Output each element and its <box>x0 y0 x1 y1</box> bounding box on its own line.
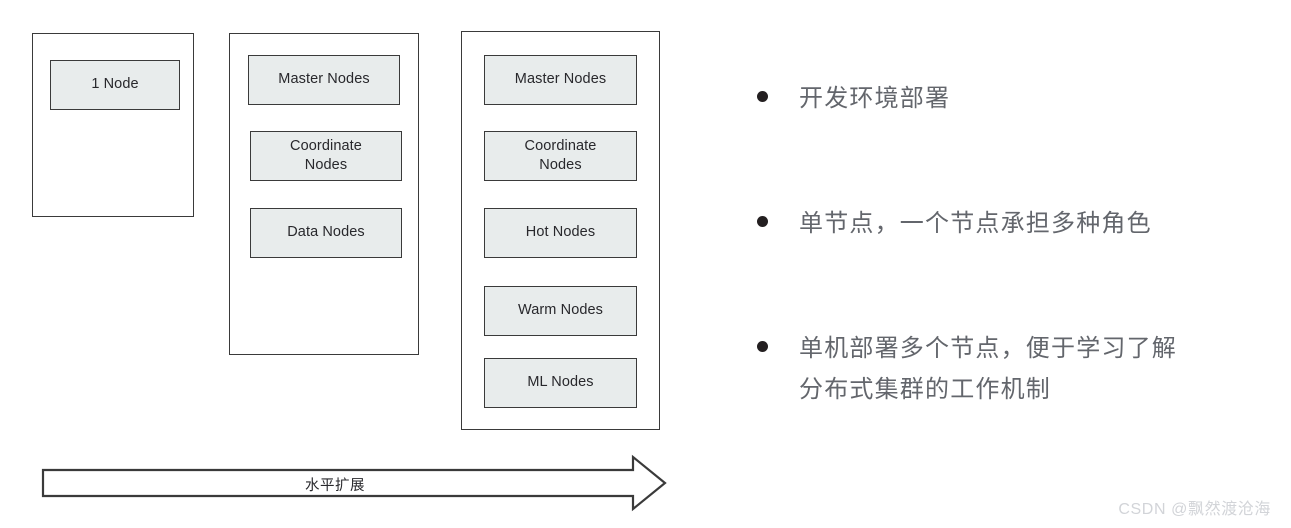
node-box-master-nodes-large: Master Nodes <box>484 55 637 105</box>
list-item-label: 开发环境部署 <box>799 85 951 112</box>
bullet-dot-icon <box>757 340 768 352</box>
node-box-coordinate-nodes-large: Coordinate Nodes <box>484 131 637 181</box>
node-box-coordinate-nodes-small: Coordinate Nodes <box>250 131 402 181</box>
watermark: CSDN @飘然渡沧海 <box>1118 501 1271 518</box>
list-item-label: 单节点，一个节点承担多种角色 <box>799 210 1152 238</box>
bullet-dot-icon <box>757 91 768 102</box>
list-item: 单节点，一个节点承担多种角色 <box>757 203 1277 244</box>
list-item: 开发环境部署 <box>757 78 1277 119</box>
node-box-warm-nodes: Warm Nodes <box>484 286 637 336</box>
cluster-topology-diagram: 1 Node Master Nodes Coordinate Nodes Dat… <box>32 31 670 518</box>
node-box-data-nodes-small: Data Nodes <box>250 208 402 258</box>
horizontal-scale-arrow-icon <box>40 452 670 518</box>
node-box-1-node: 1 Node <box>50 60 180 110</box>
list-item: 单机部署多个节点，便于学习了解 分布式集群的工作机制 <box>757 328 1277 411</box>
list-item-label: 单机部署多个节点，便于学习了解 分布式集群的工作机制 <box>799 334 1177 403</box>
bullet-dot-icon <box>757 216 768 228</box>
node-box-hot-nodes: Hot Nodes <box>484 208 637 258</box>
node-box-master-nodes-small: Master Nodes <box>248 55 400 105</box>
node-box-ml-nodes: ML Nodes <box>484 358 637 408</box>
bullet-list: 开发环境部署 单节点，一个节点承担多种角色 单机部署多个节点，便于学习了解 分布… <box>757 78 1277 410</box>
